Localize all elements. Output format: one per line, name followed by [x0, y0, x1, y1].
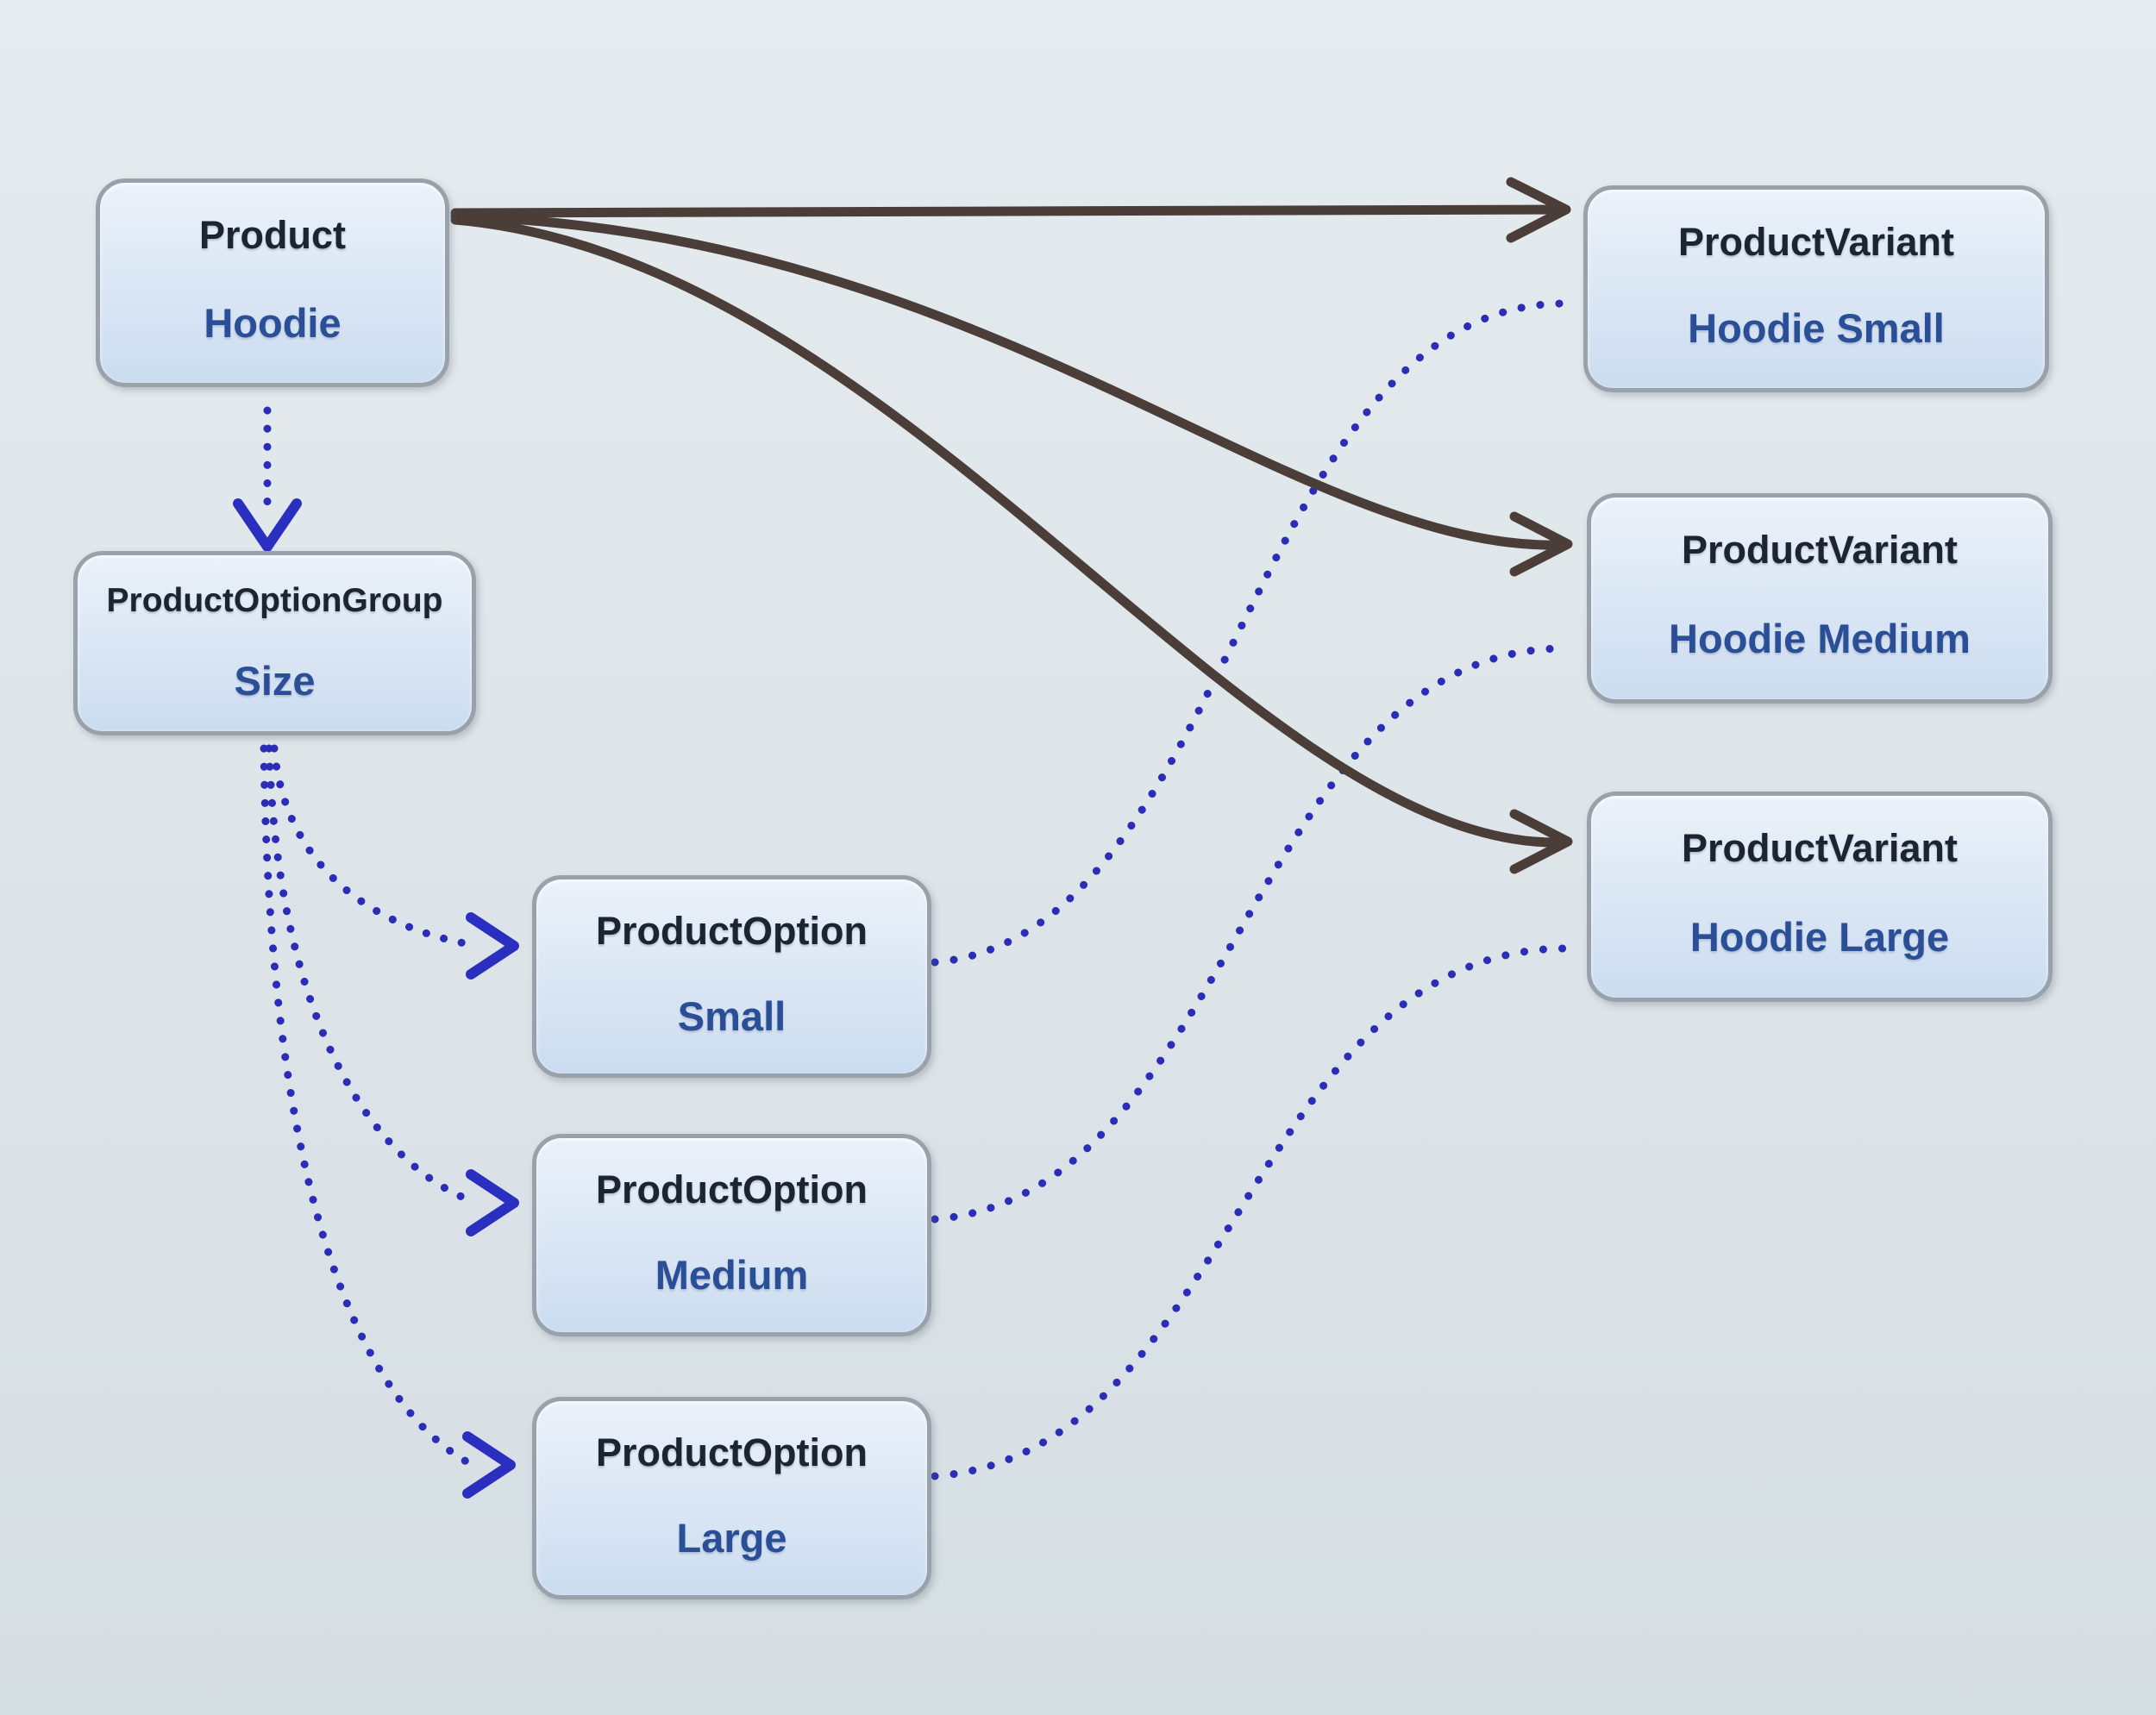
arrowhead-down-icon	[233, 498, 302, 552]
node-product-option-large[interactable]: ProductOption Large	[532, 1397, 931, 1599]
edge-product-to-variant-large	[450, 215, 1566, 848]
node-subtitle: Large	[676, 1514, 787, 1561]
edge-group-to-option-medium	[265, 744, 479, 1206]
node-product-option-group[interactable]: ProductOptionGroup Size	[73, 551, 476, 735]
node-subtitle: Size	[234, 658, 316, 704]
node-subtitle: Hoodie	[204, 299, 342, 346]
node-title: ProductOption	[596, 908, 868, 953]
arrowhead-variant-small-icon	[1506, 177, 1571, 243]
node-title: ProductVariant	[1681, 826, 1959, 871]
arrowhead-right-large-icon	[462, 1431, 516, 1499]
node-product[interactable]: Product Hoodie	[96, 178, 449, 387]
edge-group-to-option-small	[270, 744, 479, 949]
node-title: ProductVariant	[1681, 528, 1959, 573]
node-subtitle: Medium	[655, 1251, 809, 1298]
node-title: ProductVariant	[1677, 219, 1955, 264]
blue-arrowheads-group	[233, 498, 519, 1499]
edge-option-small-to-variant-small	[931, 299, 1567, 967]
node-subtitle: Hoodie Large	[1689, 913, 1950, 960]
node-title: Product	[198, 212, 346, 257]
edge-option-medium-to-variant-medium	[931, 644, 1567, 1224]
node-product-option-small[interactable]: ProductOption Small	[532, 875, 931, 1078]
edge-group-to-option-large	[260, 744, 475, 1468]
node-title: ProductOption	[596, 1430, 868, 1474]
node-subtitle: Hoodie Small	[1688, 305, 1945, 352]
solid-edges-group	[450, 177, 1573, 874]
arrowhead-variant-large-icon	[1509, 809, 1573, 874]
node-subtitle: Small	[677, 992, 787, 1039]
arrowhead-right-small-icon	[466, 912, 519, 980]
node-title: ProductOption	[596, 1167, 868, 1211]
node-title: ProductOptionGroup	[106, 581, 443, 619]
arrowhead-right-medium-icon	[466, 1169, 519, 1236]
edge-product-to-variant-medium	[450, 211, 1566, 550]
arrowhead-variant-medium-icon	[1509, 511, 1573, 577]
node-product-variant-medium[interactable]: ProductVariant Hoodie Medium	[1587, 493, 2053, 704]
dotted-edges-group	[260, 299, 1567, 1480]
edge-product-to-variant-small	[450, 204, 1564, 218]
node-product-variant-small[interactable]: ProductVariant Hoodie Small	[1583, 185, 2049, 392]
node-product-variant-large[interactable]: ProductVariant Hoodie Large	[1587, 792, 2053, 1002]
node-subtitle: Hoodie Medium	[1669, 615, 1971, 661]
edge-option-large-to-variant-large	[931, 944, 1567, 1480]
node-product-option-medium[interactable]: ProductOption Medium	[532, 1134, 931, 1336]
